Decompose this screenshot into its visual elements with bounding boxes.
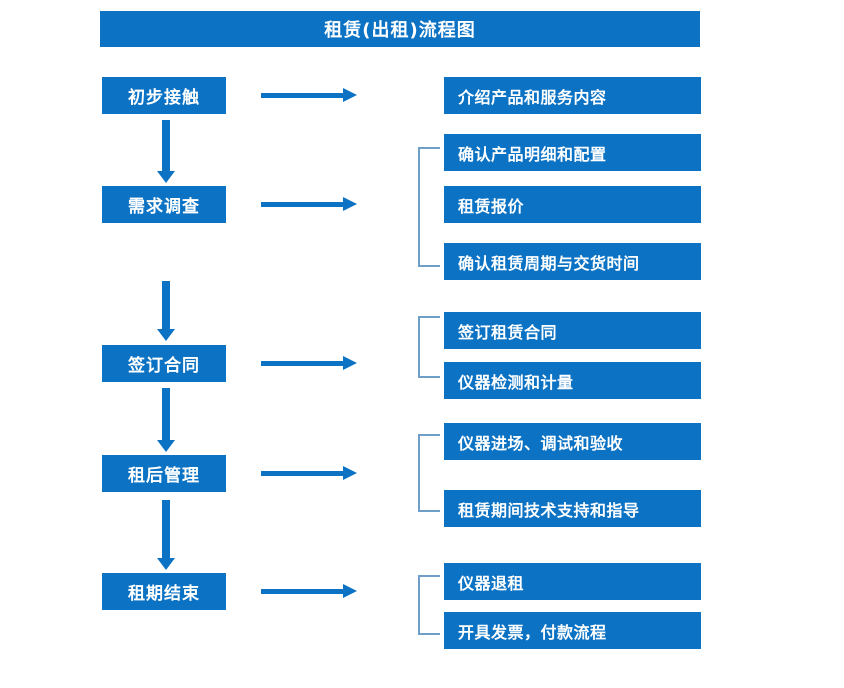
stage-label: 初步接触: [128, 88, 200, 108]
detail-box-7[interactable]: 仪器进场、调试和验收: [444, 423, 701, 460]
detail-label: 确认租赁周期与交货时间: [458, 253, 640, 273]
stage-label: 签订合同: [128, 356, 200, 376]
detail-label: 仪器检测和计量: [458, 372, 574, 392]
detail-label: 介绍产品和服务内容: [458, 87, 607, 107]
page-title: 租赁(出租)流程图: [100, 11, 700, 47]
stage-box-2[interactable]: 需求调查: [102, 186, 226, 223]
detail-label: 签订租赁合同: [458, 322, 558, 342]
detail-box-6[interactable]: 仪器检测和计量: [444, 362, 701, 399]
group-bracket-4: [418, 575, 440, 635]
detail-label: 确认产品明细和配置: [458, 144, 607, 164]
detail-box-3[interactable]: 租赁报价: [444, 186, 701, 223]
stage-label: 租后管理: [128, 466, 200, 486]
horizontal-arrow-icon-2: [261, 197, 357, 211]
vertical-arrow-icon-2: [157, 281, 175, 341]
detail-box-8[interactable]: 租赁期间技术支持和指导: [444, 490, 701, 527]
stage-label: 需求调查: [128, 197, 200, 217]
group-bracket-1: [418, 147, 440, 267]
detail-label: 仪器退租: [458, 573, 525, 593]
detail-box-4[interactable]: 确认租赁周期与交货时间: [444, 243, 701, 280]
detail-box-10[interactable]: 开具发票，付款流程: [444, 612, 701, 649]
group-bracket-2: [418, 316, 440, 378]
horizontal-arrow-icon-1: [261, 88, 357, 102]
group-bracket-3: [418, 434, 440, 512]
stage-label: 租期结束: [128, 584, 200, 604]
vertical-arrow-icon-3: [157, 388, 175, 452]
detail-label: 仪器进场、调试和验收: [458, 433, 624, 453]
stage-box-5[interactable]: 租期结束: [102, 573, 226, 610]
detail-label: 开具发票，付款流程: [458, 622, 607, 642]
stage-box-4[interactable]: 租后管理: [102, 455, 226, 492]
detail-box-2[interactable]: 确认产品明细和配置: [444, 134, 701, 171]
detail-label: 租赁报价: [458, 196, 525, 216]
detail-box-5[interactable]: 签订租赁合同: [444, 312, 701, 349]
detail-label: 租赁期间技术支持和指导: [458, 500, 640, 520]
detail-box-1[interactable]: 介绍产品和服务内容: [444, 77, 701, 114]
stage-box-1[interactable]: 初步接触: [102, 77, 226, 114]
vertical-arrow-icon-1: [157, 120, 175, 183]
horizontal-arrow-icon-5: [261, 584, 357, 598]
stage-box-3[interactable]: 签订合同: [102, 345, 226, 382]
horizontal-arrow-icon-4: [261, 466, 357, 480]
horizontal-arrow-icon-3: [261, 356, 357, 370]
vertical-arrow-icon-4: [157, 500, 175, 570]
detail-box-9[interactable]: 仪器退租: [444, 563, 701, 600]
